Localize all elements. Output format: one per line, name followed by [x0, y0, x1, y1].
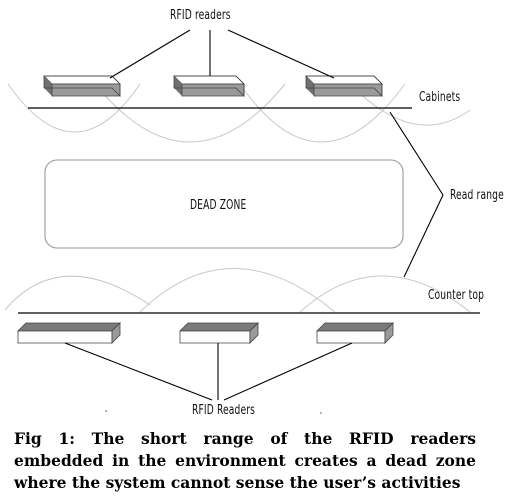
dead-zone-box [44, 159, 404, 249]
read-range-label: Read range [450, 188, 504, 203]
read-range-bracket [389, 111, 444, 278]
top-reader-2 [173, 75, 245, 97]
speck [320, 412, 322, 414]
top-readers-label: RFID readers [170, 8, 231, 23]
top-read-range-arcs [7, 83, 471, 143]
counter-top-label: Counter top [428, 288, 485, 303]
bottom-reader-2 [179, 322, 259, 344]
top-reader-3 [305, 75, 383, 97]
bottom-readers-label: RFID Readers [192, 403, 256, 418]
cabinets-label: Cabinets [419, 90, 461, 105]
bottom-reader-3 [316, 322, 394, 344]
top-reader-connectors [109, 29, 335, 79]
top-reader-1 [43, 75, 121, 97]
bottom-reader-connectors [64, 342, 353, 401]
bottom-read-range-arcs [4, 268, 471, 313]
speck [105, 410, 107, 412]
bottom-reader-1 [17, 322, 121, 344]
dead-zone-label: DEAD ZONE [190, 198, 247, 213]
rfid-dead-zone-diagram [4, 29, 480, 414]
figure-caption: Fig 1: The short range of the RFID reade… [14, 429, 476, 492]
